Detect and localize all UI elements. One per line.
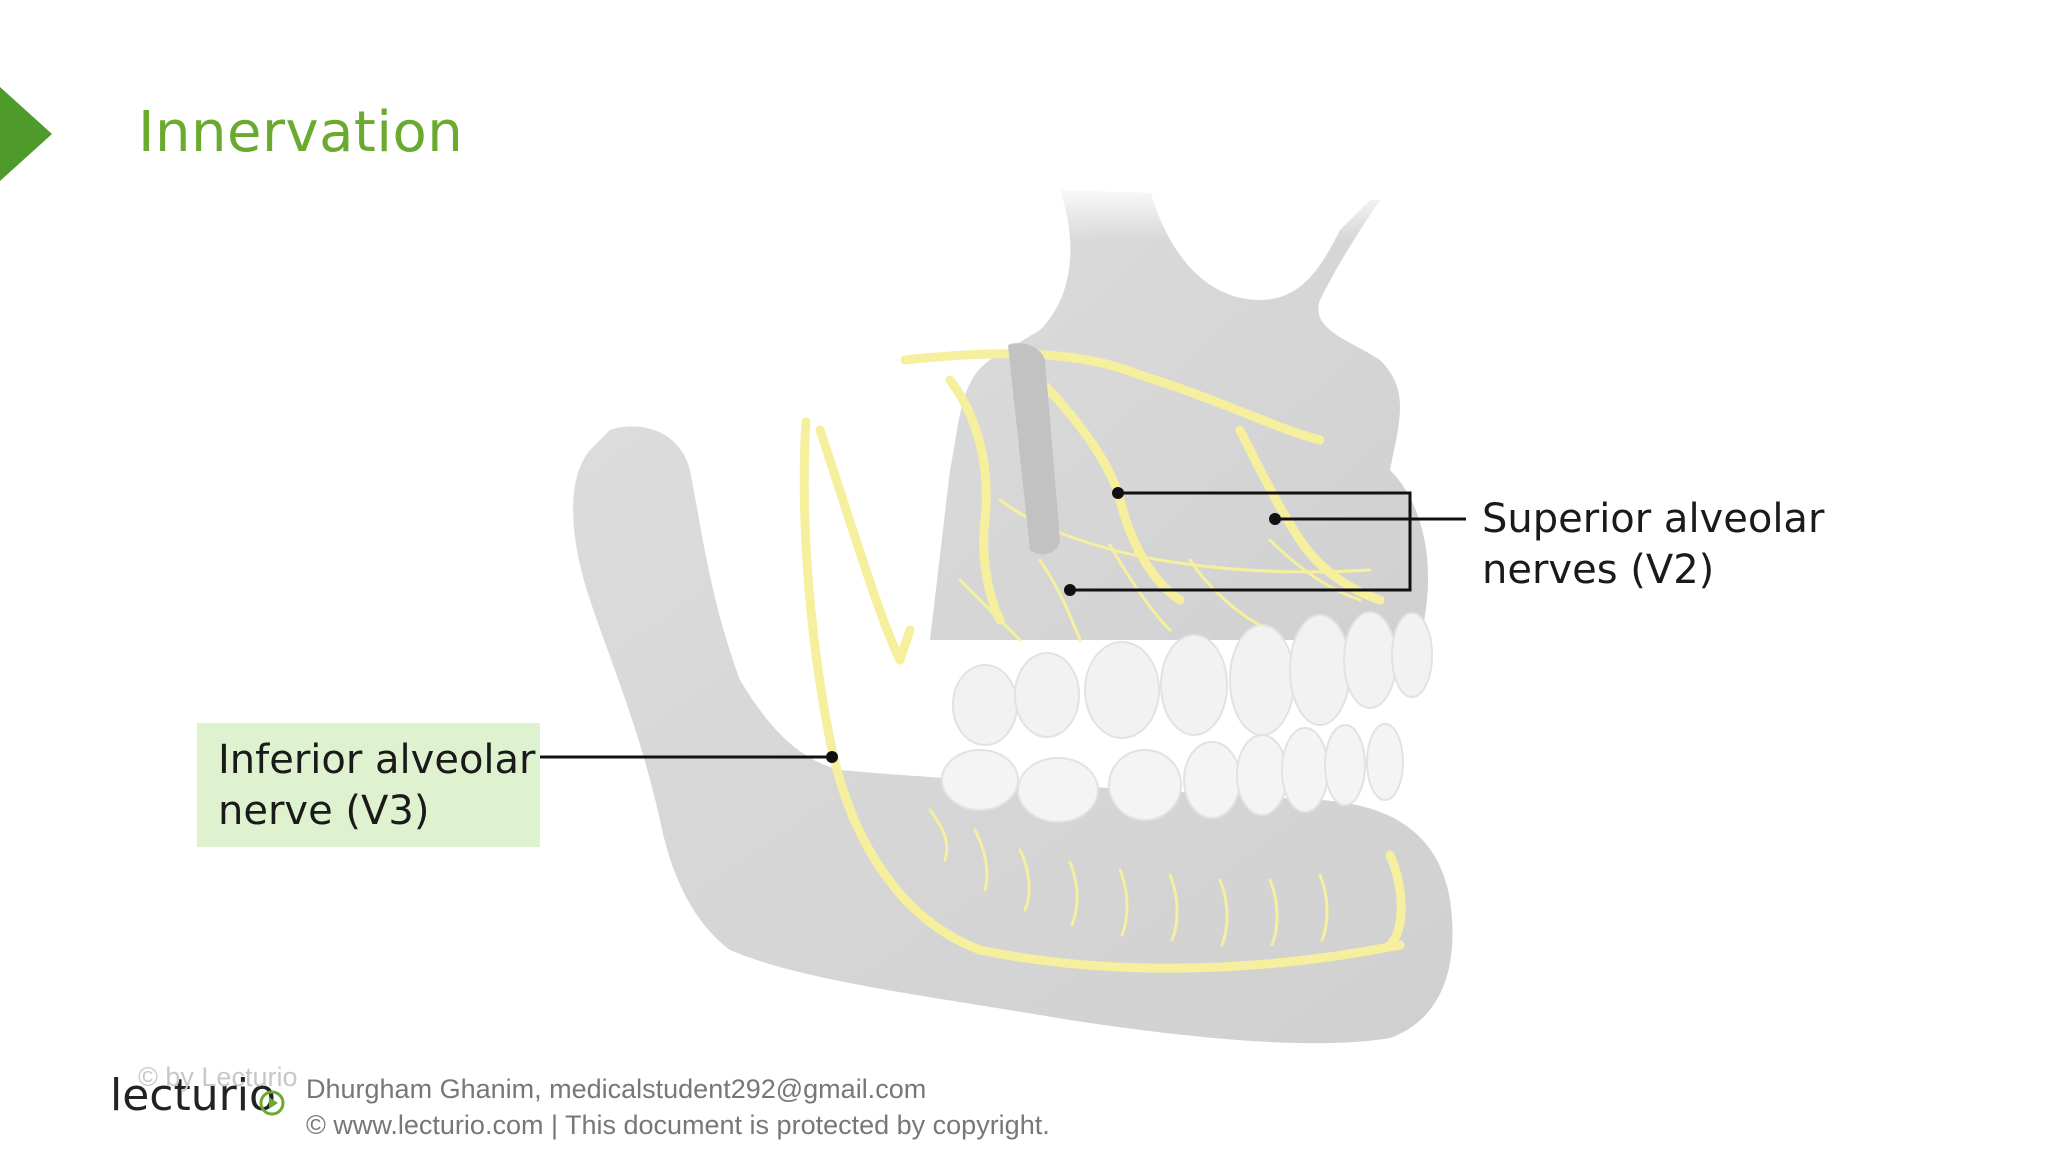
superior-alveolar-label: Superior alveolar nerves (V2): [1482, 494, 1824, 596]
footer-user-line: Dhurgham Ghanim, medicalstudent292@gmail…: [306, 1074, 927, 1104]
maxilla-bone: [930, 190, 1429, 640]
nerve-branches: [928, 498, 1372, 947]
pterygoid-process: [1008, 343, 1060, 555]
copyright-watermark: © by Lecturio: [138, 1062, 298, 1092]
upper-teeth: [952, 611, 1433, 746]
slide-title: Innervation: [138, 100, 464, 165]
inferior-label-line1: Inferior alveolar: [218, 737, 536, 783]
mandible-bone: [573, 426, 1453, 1044]
lower-teeth: [941, 723, 1404, 823]
label-pointer-lines: [540, 491, 1466, 759]
inferior-label-line2: nerve (V3): [218, 788, 430, 834]
svg-text:lecturio: lecturio: [110, 1072, 276, 1121]
superior-label-line2: nerves (V2): [1482, 547, 1715, 593]
superior-label-line1: Superior alveolar: [1482, 496, 1825, 542]
lecturio-logo-icon: lecturio: [110, 1072, 285, 1121]
footer-copyright-line: © www.lecturio.com | This document is pr…: [306, 1110, 1050, 1140]
nerve-paths: [799, 349, 1406, 973]
label-pointer-dots: [826, 487, 1281, 763]
title-arrow-icon: [0, 87, 52, 181]
inferior-alveolar-label: Inferior alveolar nerve (V3): [197, 723, 540, 847]
